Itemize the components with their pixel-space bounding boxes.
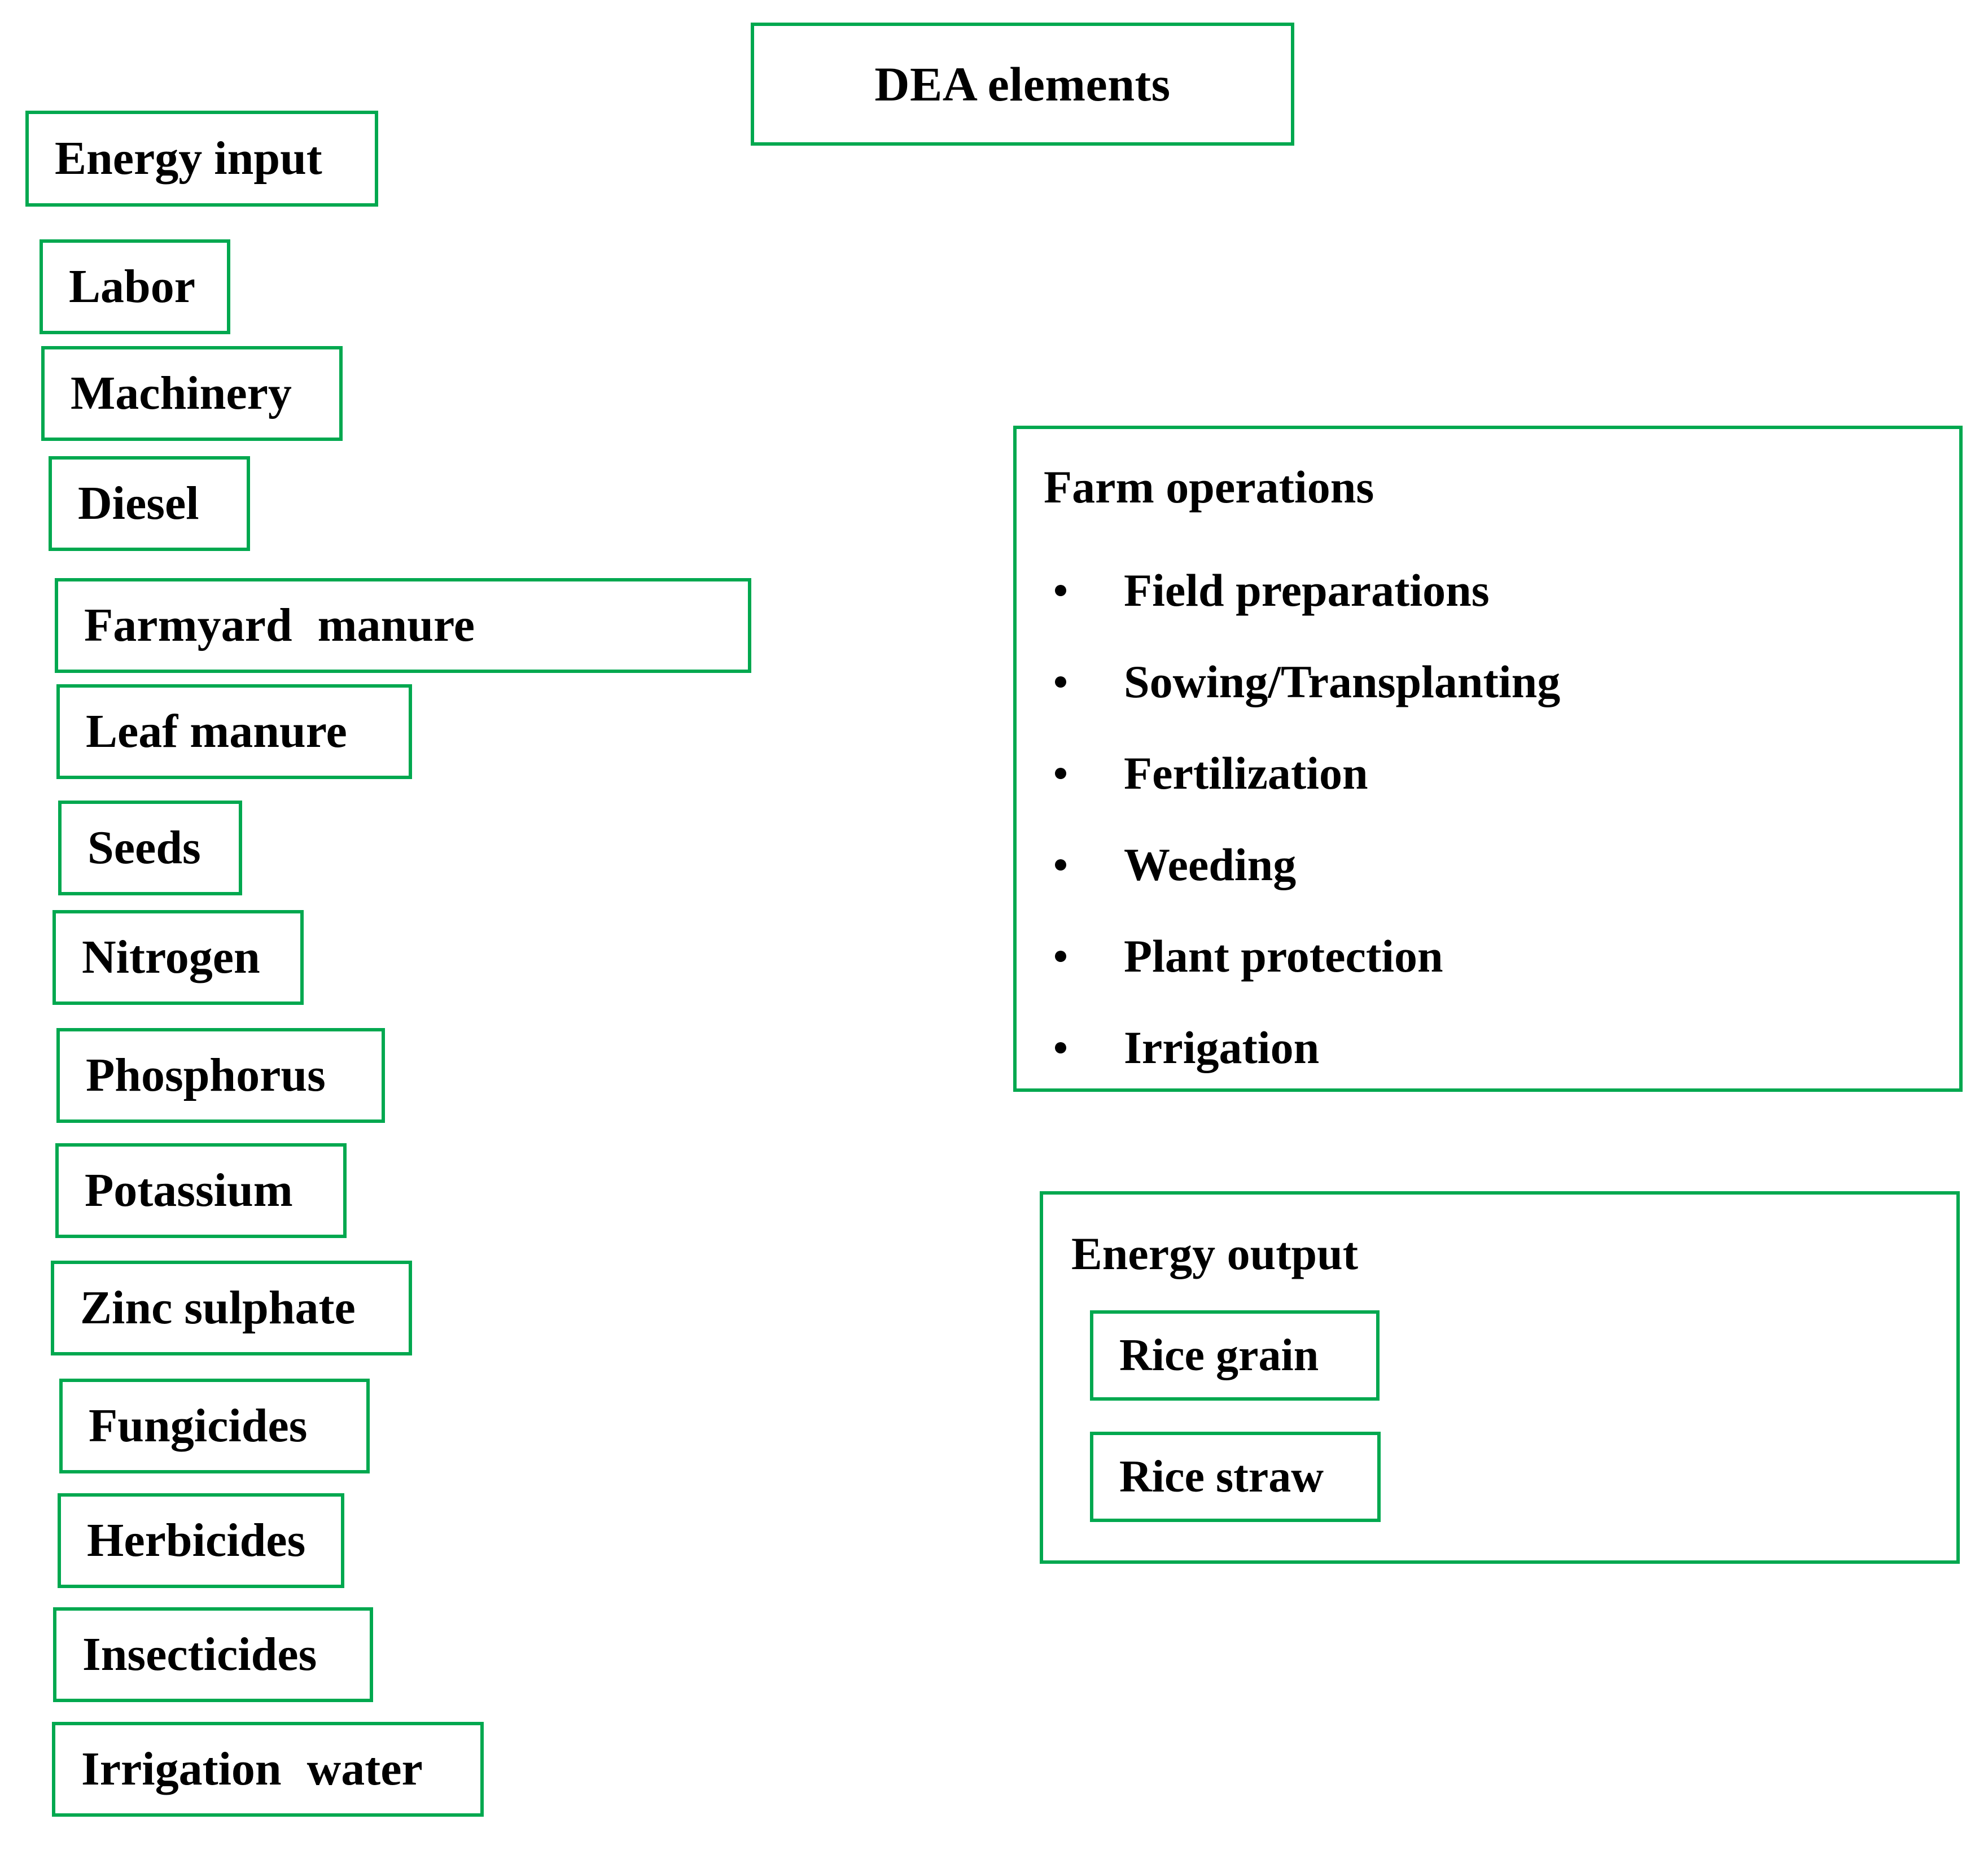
- list-item: Plant protection: [1017, 911, 1959, 1002]
- output-box-rice-grain: Rice grain: [1090, 1310, 1380, 1401]
- bullet-icon: [1055, 1042, 1066, 1053]
- farm-operations-list: Field preparations Sowing/Transplanting …: [1017, 545, 1959, 1094]
- input-label-irrigation-water: Irrigation water: [81, 1743, 423, 1795]
- input-box-machinery: Machinery: [41, 346, 343, 441]
- bullet-icon: [1055, 951, 1066, 962]
- farm-operations-panel: Farm operations Field preparations Sowin…: [1013, 426, 1963, 1092]
- output-label-rice-straw: Rice straw: [1119, 1452, 1324, 1502]
- input-box-zinc-sulphate: Zinc sulphate: [51, 1261, 412, 1355]
- input-box-seeds: Seeds: [58, 801, 242, 895]
- list-item: Sowing/Transplanting: [1017, 636, 1959, 728]
- input-box-potassium: Potassium: [55, 1143, 347, 1238]
- farm-operation-label-plant-protection: Plant protection: [1124, 930, 1443, 982]
- input-box-diesel: Diesel: [49, 456, 250, 551]
- input-box-phosphorus: Phosphorus: [56, 1028, 385, 1123]
- input-label-zinc-sulphate: Zinc sulphate: [80, 1282, 356, 1334]
- input-box-nitrogen: Nitrogen: [52, 910, 304, 1005]
- input-label-seeds: Seeds: [87, 821, 201, 874]
- list-item: Fertilization: [1017, 728, 1959, 819]
- input-label-farmyard-manure: Farmyard manure: [84, 599, 475, 651]
- bullet-icon: [1055, 859, 1066, 871]
- bullet-icon: [1055, 676, 1066, 688]
- list-item: Field preparations: [1017, 545, 1959, 636]
- input-label-insecticides: Insecticides: [82, 1628, 317, 1681]
- farm-operation-label-field-preparations: Field preparations: [1124, 565, 1490, 616]
- input-box-insecticides: Insecticides: [53, 1607, 373, 1702]
- bullet-icon: [1055, 768, 1066, 779]
- input-label-leaf-manure: Leaf manure: [86, 705, 347, 758]
- input-box-labor: Labor: [40, 239, 230, 334]
- farm-operation-label-weeding: Weeding: [1124, 839, 1297, 890]
- farm-operation-label-sowing-transplanting: Sowing/Transplanting: [1124, 656, 1561, 707]
- dea-elements-title-box: DEA elements: [751, 23, 1294, 146]
- energy-output-panel: Energy output Rice grain Rice straw: [1040, 1191, 1960, 1564]
- output-label-rice-grain: Rice grain: [1119, 1331, 1319, 1380]
- input-label-potassium: Potassium: [85, 1164, 293, 1217]
- input-label-herbicides: Herbicides: [87, 1514, 306, 1567]
- page-title: DEA elements: [874, 57, 1171, 111]
- input-box-farmyard-manure: Farmyard manure: [55, 578, 751, 673]
- farm-operation-label-irrigation: Irrigation: [1124, 1022, 1320, 1073]
- farm-operation-label-fertilization: Fertilization: [1124, 747, 1368, 799]
- input-label-labor: Labor: [69, 260, 196, 313]
- input-box-fungicides: Fungicides: [59, 1379, 370, 1473]
- input-label-phosphorus: Phosphorus: [86, 1049, 326, 1101]
- energy-output-title: Energy output: [1071, 1228, 1359, 1279]
- input-label-machinery: Machinery: [71, 367, 292, 419]
- bullet-icon: [1055, 585, 1066, 596]
- input-box-leaf-manure: Leaf manure: [56, 684, 412, 779]
- output-box-rice-straw: Rice straw: [1090, 1432, 1381, 1522]
- energy-input-header-box: Energy input: [25, 111, 378, 207]
- list-item: Irrigation: [1017, 1002, 1959, 1094]
- energy-input-header-label: Energy input: [55, 132, 322, 185]
- farm-operations-title: Farm operations: [1044, 461, 1374, 513]
- input-label-fungicides: Fungicides: [89, 1400, 308, 1452]
- input-label-nitrogen: Nitrogen: [82, 931, 260, 983]
- input-label-diesel: Diesel: [78, 477, 199, 530]
- list-item: Weeding: [1017, 819, 1959, 911]
- input-box-herbicides: Herbicides: [58, 1493, 344, 1588]
- input-box-irrigation-water: Irrigation water: [52, 1722, 484, 1817]
